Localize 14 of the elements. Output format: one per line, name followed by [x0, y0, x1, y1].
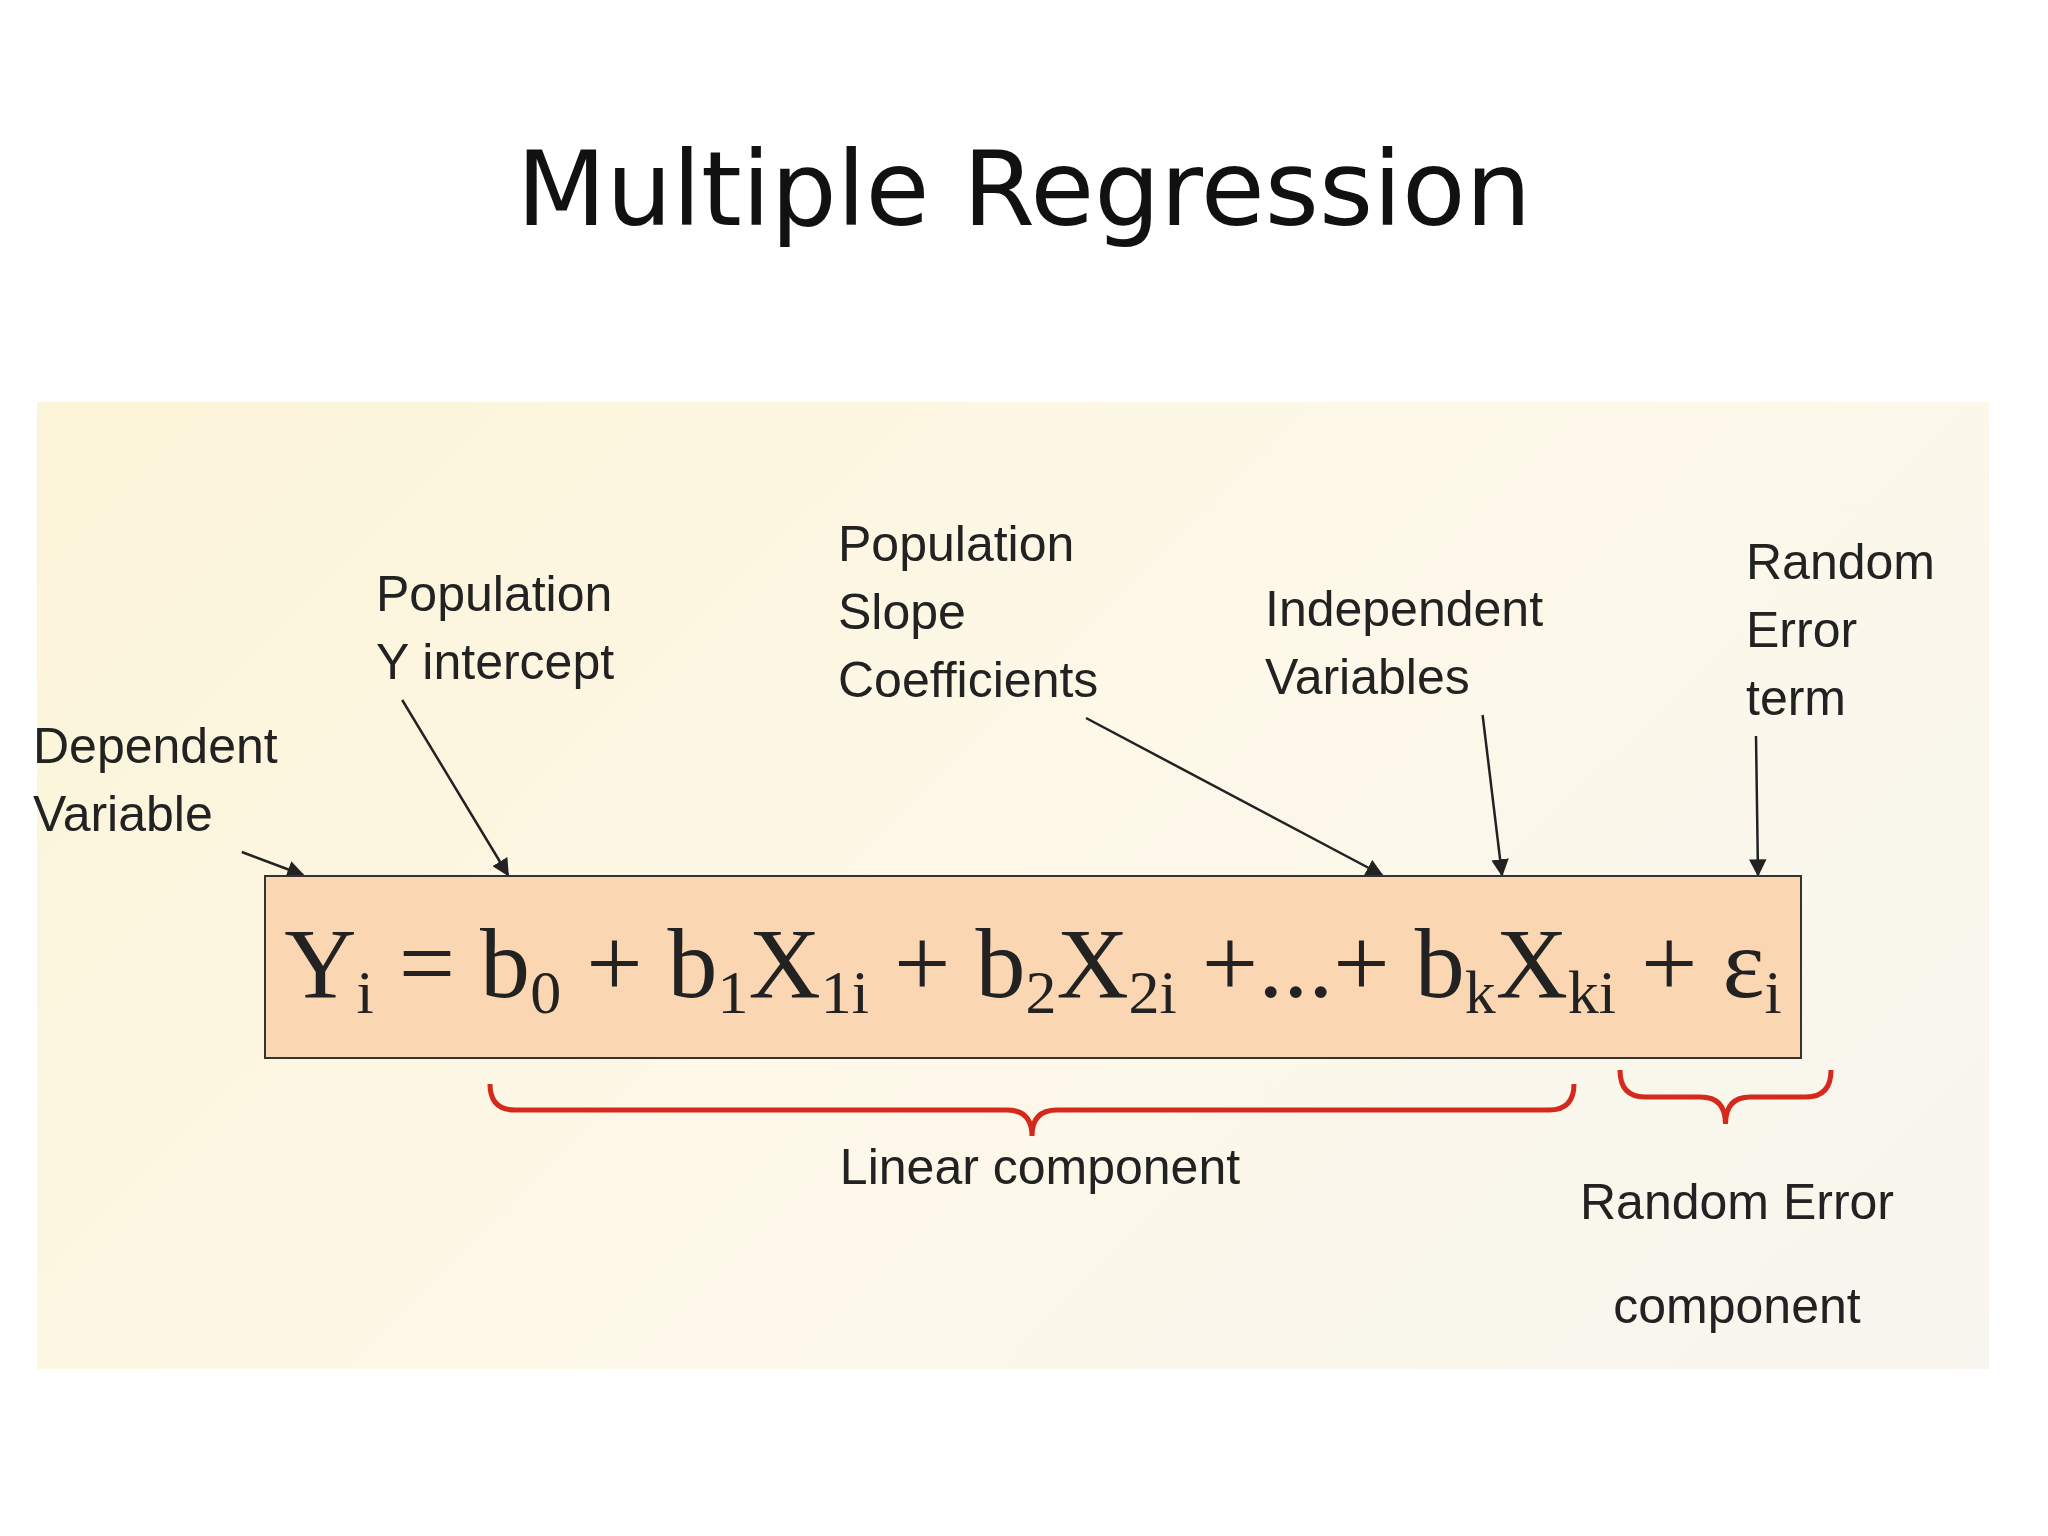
arrow	[401, 699, 510, 877]
arrow	[1085, 716, 1384, 877]
arrow	[1749, 736, 1767, 877]
equation-box: Y$_{i}$ = b$_{0}$ + b$_{1}$X$_{1i}$ + b$_{2}$X$_{2i}$ +...+ b$_{k}$X$_{ki}$ + ε$_{i}$	[264, 875, 1802, 1059]
annotation-text: Random Error term	[1746, 528, 1946, 732]
annotation-text: Independent Variables	[1265, 575, 1605, 711]
arrow	[241, 850, 305, 878]
title: Multiple Regression	[515, 128, 1533, 250]
annotation-text: Population Y intercept	[376, 560, 638, 696]
arrow	[1481, 714, 1509, 877]
brace-caption: Random Error component	[1579, 1173, 1895, 1336]
brace-caption: Linear component	[838, 1138, 1242, 1196]
annotation-text: Dependent Variable	[33, 712, 323, 848]
annotation-text: Population Slope Coefficients	[838, 510, 1148, 714]
